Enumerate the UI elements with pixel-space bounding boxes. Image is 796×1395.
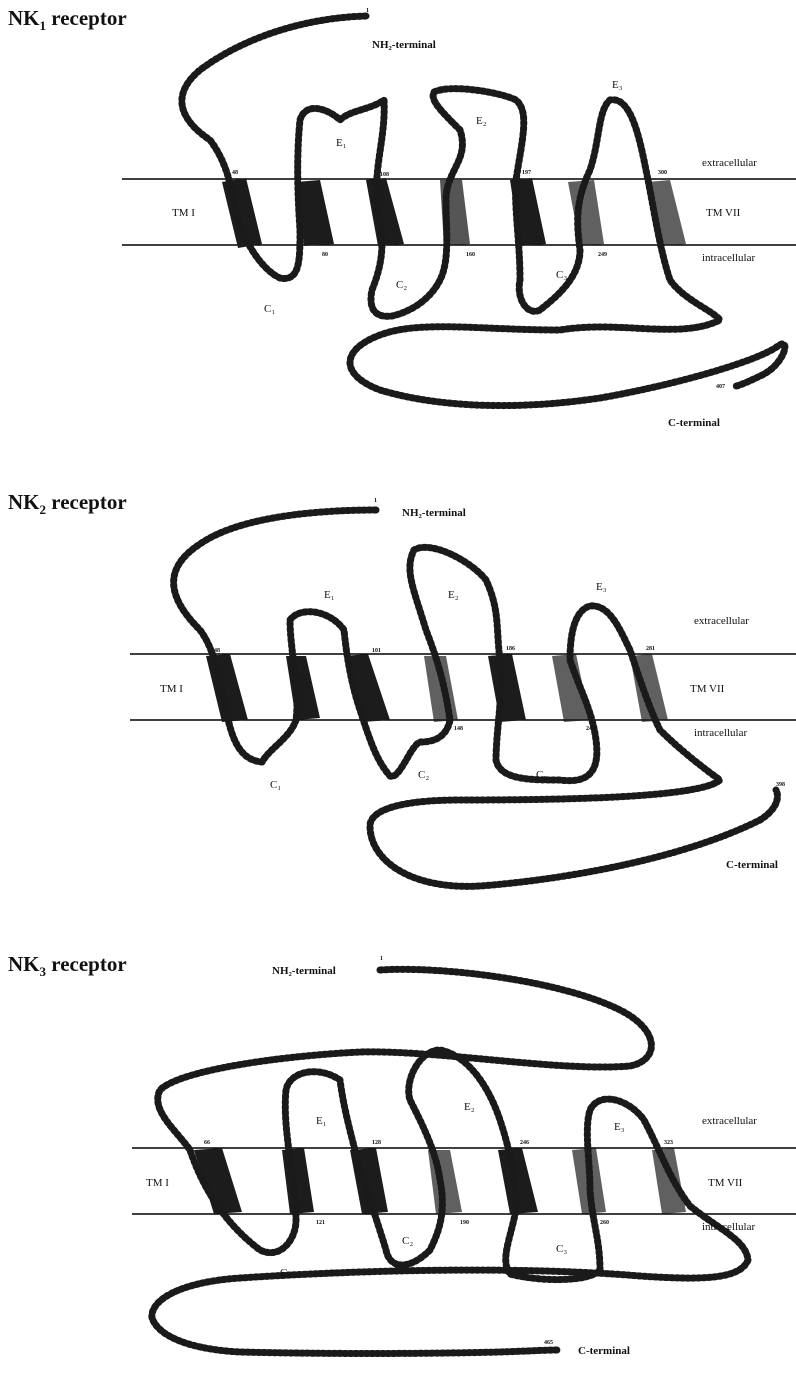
loop-e2-label: E₂ — [448, 589, 459, 601]
loop-c2-label: C₂ — [402, 1235, 413, 1247]
c-terminal-label: C-terminal — [668, 417, 720, 429]
loop-e1-label: E₁ — [316, 1115, 327, 1127]
residue-c1: 121 — [316, 1220, 325, 1226]
polypeptide-chain — [182, 16, 785, 406]
nh2-terminal-label: NH₂-terminal — [372, 39, 436, 51]
loop-c3-label: C₃ — [536, 769, 547, 781]
residue-tm6: 249 — [598, 252, 607, 258]
residue-tm5: 246 — [520, 1140, 529, 1146]
residue-tm4: 160 — [466, 252, 475, 258]
extracellular-label: extracellular — [702, 157, 757, 169]
nk2-panel: NK2 receptor NH₂-terminal 1 extracellula… — [0, 480, 796, 920]
c-terminal-label: C-terminal — [578, 1345, 630, 1357]
residue-start: 1 — [366, 8, 369, 14]
tm-first-label: TM I — [160, 683, 183, 695]
tm-last-label: TM VII — [690, 683, 725, 695]
c-terminal-label: C-terminal — [726, 859, 778, 871]
nh2-terminal-label: NH₂-terminal — [402, 507, 466, 519]
residue-end: 407 — [716, 384, 725, 390]
loop-e2-label: E₂ — [476, 115, 487, 127]
intracellular-label: intracellular — [702, 1221, 755, 1233]
residue-tm4: 148 — [454, 726, 463, 732]
residue-tm1: 48 — [232, 170, 238, 176]
residue-tm3: 128 — [372, 1140, 381, 1146]
loop-e1-label: E₁ — [324, 589, 335, 601]
loop-e3-label: E₃ — [612, 79, 623, 91]
loop-c3-label: C₃ — [556, 1243, 567, 1255]
residue-tm1: 48 — [214, 648, 220, 654]
residue-start: 1 — [374, 498, 377, 504]
residue-tm5: 186 — [506, 646, 515, 652]
nk3-diagram: NH₂-terminal 1 extracellular intracellul… — [0, 930, 796, 1395]
extracellular-label: extracellular — [702, 1115, 757, 1127]
tm-first-label: TM I — [172, 207, 195, 219]
tm-helix-5 — [488, 654, 526, 722]
residue-tm7: 281 — [646, 646, 655, 652]
intracellular-label: intracellular — [694, 727, 747, 739]
residue-tm5: 197 — [522, 170, 531, 176]
loop-e3-label: E₃ — [596, 581, 607, 593]
loop-e3-label: E₃ — [614, 1121, 625, 1133]
residue-tm7: 300 — [658, 170, 667, 176]
residue-tm7: 323 — [664, 1140, 673, 1146]
residue-tm4: 190 — [460, 1220, 469, 1226]
tm-helix-6 — [568, 180, 604, 246]
loop-c1-label: C₁ — [264, 303, 275, 315]
loop-c1-label: C₁ — [280, 1267, 291, 1279]
residue-tm3: 101 — [372, 648, 381, 654]
loop-c2-label: C₂ — [396, 279, 407, 291]
loop-c2-label: C₂ — [418, 769, 429, 781]
residue-end: 398 — [776, 782, 785, 788]
residue-end: 465 — [544, 1340, 553, 1346]
residue-tm3: 108 — [380, 172, 389, 178]
tm-last-label: TM VII — [708, 1177, 743, 1189]
nk3-panel: NK3 receptor NH₂-terminal 1 extracellula… — [0, 930, 796, 1395]
loop-e2-label: E₂ — [464, 1101, 475, 1113]
tm-first-label: TM I — [146, 1177, 169, 1189]
nk2-diagram: NH₂-terminal 1 extracellular intracellul… — [0, 480, 796, 920]
residue-tm1: 66 — [204, 1140, 210, 1146]
loop-e1-label: E₁ — [336, 137, 347, 149]
extracellular-label: extracellular — [694, 615, 749, 627]
nk1-diagram: NH₂-terminal 1 extracellular intracellul… — [0, 0, 796, 460]
intracellular-label: intracellular — [702, 252, 755, 264]
nh2-terminal-label: NH₂-terminal — [272, 965, 336, 977]
loop-c3-label: C₃ — [556, 269, 567, 281]
polypeptide-chain — [174, 510, 778, 886]
residue-tm6: 240 — [586, 726, 595, 732]
tm-last-label: TM VII — [706, 207, 741, 219]
residue-start: 1 — [380, 956, 383, 962]
residue-tm6: 260 — [600, 1220, 609, 1226]
tm-helix-7 — [652, 1148, 686, 1214]
residue-c1: 80 — [322, 252, 328, 258]
nk1-panel: NK1 receptor NH₂-terminal 1 extracellula — [0, 0, 796, 460]
loop-c1-label: C₁ — [270, 779, 281, 791]
